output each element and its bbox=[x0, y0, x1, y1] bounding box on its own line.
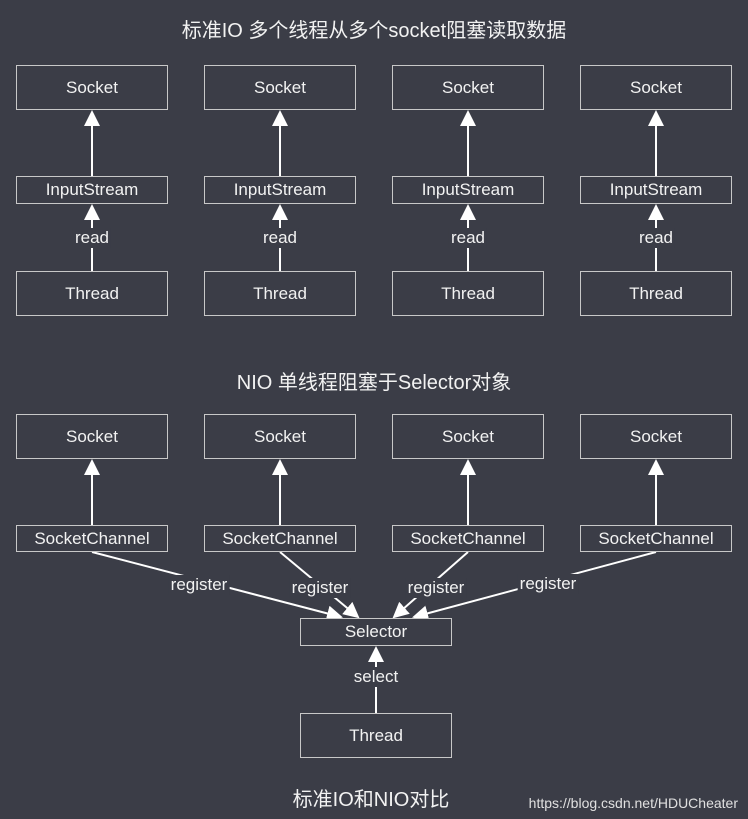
nio-socket-box: Socket bbox=[580, 414, 732, 459]
socketchannel-box: SocketChannel bbox=[204, 525, 356, 552]
register-label: register bbox=[405, 578, 467, 598]
nio-title: NIO 单线程阻塞于Selector对象 bbox=[236, 372, 512, 394]
socketchannel-box: SocketChannel bbox=[16, 525, 168, 552]
read-label: read bbox=[636, 228, 676, 248]
register-label: register bbox=[168, 575, 230, 595]
nio-socket-box: Socket bbox=[392, 414, 544, 459]
read-label: read bbox=[448, 228, 488, 248]
socketchannel-box: SocketChannel bbox=[392, 525, 544, 552]
read-label: read bbox=[72, 228, 112, 248]
io-socket-box: Socket bbox=[16, 65, 168, 110]
socketchannel-box: SocketChannel bbox=[580, 525, 732, 552]
watermark: https://blog.csdn.net/HDUCheater bbox=[528, 795, 738, 811]
register-label: register bbox=[289, 578, 351, 598]
io-socket-box: Socket bbox=[204, 65, 356, 110]
selector-box: Selector bbox=[300, 618, 452, 646]
io-thread-box: Thread bbox=[16, 271, 168, 316]
io-thread-box: Thread bbox=[204, 271, 356, 316]
nio-socket-box: Socket bbox=[16, 414, 168, 459]
nio-thread-box: Thread bbox=[300, 713, 452, 758]
register-label: register bbox=[517, 574, 579, 594]
io-socket-box: Socket bbox=[580, 65, 732, 110]
io-thread-box: Thread bbox=[392, 271, 544, 316]
io-inputstream-box: InputStream bbox=[16, 176, 168, 204]
io-thread-box: Thread bbox=[580, 271, 732, 316]
io-title: 标准IO 多个线程从多个socket阻塞读取数据 bbox=[181, 20, 567, 42]
io-inputstream-box: InputStream bbox=[204, 176, 356, 204]
caption: 标准IO和NIO对比 bbox=[292, 789, 450, 811]
io-inputstream-box: InputStream bbox=[580, 176, 732, 204]
io-inputstream-box: InputStream bbox=[392, 176, 544, 204]
select-label: select bbox=[351, 667, 401, 687]
read-label: read bbox=[260, 228, 300, 248]
io-socket-box: Socket bbox=[392, 65, 544, 110]
nio-socket-box: Socket bbox=[204, 414, 356, 459]
